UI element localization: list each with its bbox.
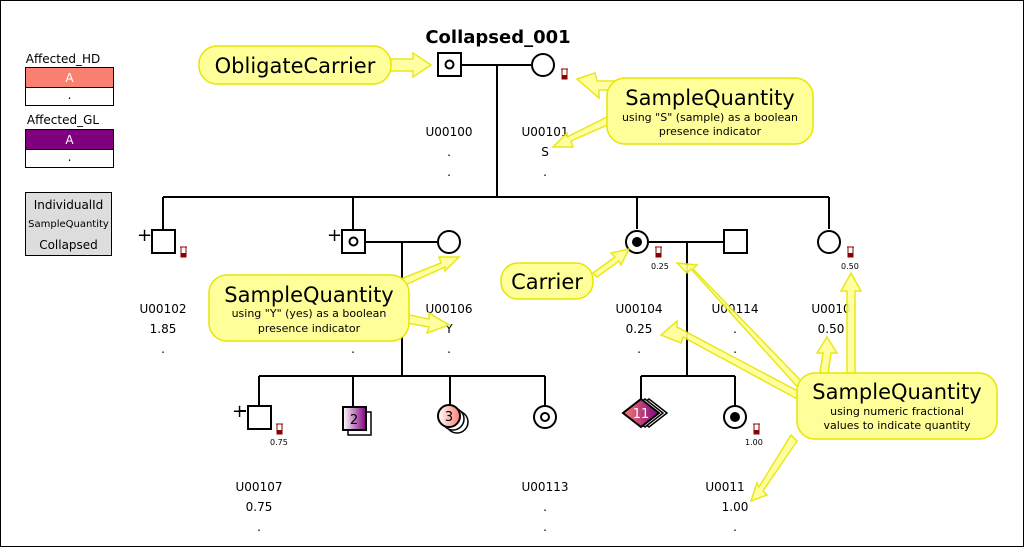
label-collapsed-u00102: . bbox=[161, 342, 165, 356]
label-id-u00102: U00102 bbox=[140, 302, 187, 316]
callout-sq-num-desc2: values to indicate quantity bbox=[823, 419, 971, 432]
label-sample-u00107: 0.75 bbox=[246, 500, 273, 514]
collapsed-count-unknown: 11 bbox=[633, 407, 650, 422]
label-collapsed-node: . bbox=[351, 342, 355, 356]
collapsed-count-male: 2 bbox=[350, 413, 358, 428]
callout-sq-s-desc2: presence indicator bbox=[659, 125, 762, 138]
label-id-u00107: U00107 bbox=[236, 480, 283, 494]
callout-carrier-title: Carrier bbox=[511, 270, 583, 294]
label-id-u0010x: U0010 bbox=[811, 302, 850, 316]
tube-value-u00104: 0.25 bbox=[651, 262, 669, 271]
collapsed-male-node[interactable] bbox=[342, 406, 367, 431]
collapsed-unknown-node[interactable] bbox=[621, 397, 661, 429]
label-id-u00104: U00104 bbox=[616, 302, 663, 316]
sample-tube-icon bbox=[654, 246, 663, 258]
label-sample-u00100: . bbox=[447, 145, 451, 159]
callout-sq-s-title: SampleQuantity bbox=[625, 86, 795, 110]
label-sample-u00106: Y bbox=[444, 322, 453, 336]
male-node-u00107[interactable] bbox=[247, 405, 272, 430]
obligate-carrier-dot bbox=[348, 236, 359, 247]
callout-sq-y-desc2: presence indicator bbox=[258, 322, 361, 335]
callout-sample-y bbox=[208, 274, 410, 342]
label-sample-u00104: 0.25 bbox=[626, 322, 653, 336]
label-collapsed-u00104: . bbox=[637, 342, 641, 356]
collapsed-count-female: 3 bbox=[445, 410, 453, 425]
tube-value-u0010x: 0.50 bbox=[841, 262, 859, 271]
label-sample-u0010x: 0.50 bbox=[818, 322, 845, 336]
callout-obligate-title: ObligateCarrier bbox=[215, 54, 376, 78]
callout-arrows bbox=[388, 51, 863, 503]
legend-affected-gl-title: Affected_GL bbox=[26, 113, 100, 127]
callout-sample-numeric bbox=[796, 372, 998, 440]
label-id-u0011x: U0011 bbox=[705, 480, 744, 494]
female-node-u00113[interactable] bbox=[533, 405, 557, 429]
female-node-u00101[interactable] bbox=[531, 53, 555, 77]
label-id-u00100: U00100 bbox=[426, 125, 473, 139]
carrier-dot bbox=[730, 412, 740, 422]
callout-carrier bbox=[500, 262, 594, 300]
male-node-u00100[interactable] bbox=[437, 52, 462, 77]
tube-value-u00107: 0.75 bbox=[270, 438, 288, 447]
legend-key-sample: SampleQuantity bbox=[28, 219, 109, 230]
obligate-carrier-dot bbox=[540, 412, 550, 422]
label-sample-u00114: . bbox=[733, 322, 737, 336]
callout-sq-num-desc1: using numeric fractional bbox=[830, 405, 964, 418]
legend-affected-gl-blank: . bbox=[25, 149, 114, 168]
label-id-u00113: U00113 bbox=[522, 480, 569, 494]
label-collapsed-u00107: . bbox=[257, 520, 261, 534]
legend-affected-hd-title: Affected_HD bbox=[25, 52, 101, 66]
callout-obligate-carrier bbox=[198, 45, 392, 85]
male-node-u00102[interactable] bbox=[151, 229, 176, 254]
callout-sample-s bbox=[606, 77, 814, 145]
sample-tube-icon bbox=[846, 246, 855, 258]
male-node-obligate[interactable] bbox=[341, 229, 366, 254]
callout-sq-num-title: SampleQuantity bbox=[812, 380, 982, 404]
sample-tube-icon bbox=[179, 246, 188, 258]
label-collapsed-u0011x: . bbox=[733, 520, 737, 534]
label-sample-u00102: 1.85 bbox=[150, 322, 177, 336]
callout-sq-y-title: SampleQuantity bbox=[224, 283, 394, 307]
label-collapsed-u00113: . bbox=[543, 520, 547, 534]
sample-tube-icon bbox=[560, 68, 569, 80]
deceased-marker: + bbox=[137, 225, 152, 246]
female-node-u0010x[interactable] bbox=[817, 230, 841, 254]
label-sample-u00113: . bbox=[543, 500, 547, 514]
label-id-u00101: U00101 bbox=[522, 125, 569, 139]
label-collapsed-u00106: . bbox=[447, 342, 451, 356]
legend-key-id: IndividualId bbox=[33, 198, 104, 212]
tube-value-u0011x: 1.00 bbox=[745, 438, 763, 447]
label-collapsed-u00100: . bbox=[447, 165, 451, 179]
carrier-dot bbox=[632, 237, 642, 247]
label-sample-u00101: S bbox=[541, 145, 549, 159]
callout-sq-s-desc1: using "S" (sample) as a boolean bbox=[622, 111, 798, 124]
male-node-u00114[interactable] bbox=[723, 229, 748, 254]
obligate-carrier-dot bbox=[444, 59, 455, 70]
female-node-u00106[interactable] bbox=[437, 230, 461, 254]
pedigree-lines bbox=[162, 64, 830, 412]
collapsed-female-node[interactable] bbox=[437, 404, 461, 428]
deceased-marker: + bbox=[327, 225, 342, 246]
sample-tube-icon bbox=[275, 423, 284, 435]
label-sample-u0011x: 1.00 bbox=[722, 500, 749, 514]
legend-key-collapsed: Collapsed bbox=[39, 238, 98, 252]
label-collapsed-u00114: . bbox=[733, 342, 737, 356]
sample-tube-icon bbox=[752, 423, 761, 435]
deceased-marker: + bbox=[232, 401, 247, 422]
callout-sq-y-desc1: using "Y" (yes) as a boolean bbox=[232, 307, 387, 320]
legend-affected-hd-blank: . bbox=[25, 87, 114, 106]
legend-label-key: IndividualId SampleQuantity Collapsed bbox=[25, 192, 112, 256]
pedigree-title: Collapsed_001 bbox=[425, 27, 570, 48]
label-collapsed-u00101: . bbox=[543, 165, 547, 179]
label-id-u00106: U00106 bbox=[426, 302, 473, 316]
